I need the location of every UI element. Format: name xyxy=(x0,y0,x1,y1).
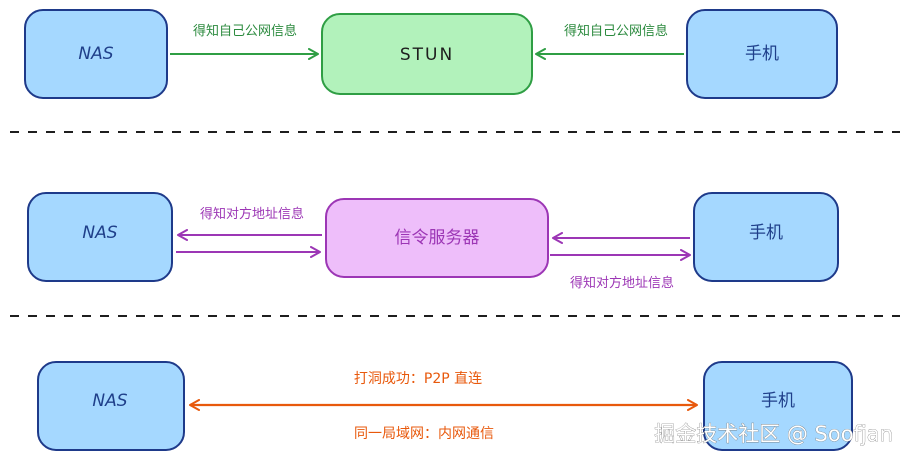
node-phone-1: 手机 xyxy=(686,9,838,99)
node-stun-label: STUN xyxy=(400,45,454,65)
node-nas-3: NAS xyxy=(37,361,185,451)
node-phone-3-label: 手机 xyxy=(761,391,795,411)
node-nas-1: NAS xyxy=(24,9,168,99)
node-nas-1-label: NAS xyxy=(78,44,113,64)
node-nas-2: NAS xyxy=(27,192,173,282)
edge-label-lan: 同一局域网：内网通信 xyxy=(354,426,494,442)
section-p2p: NAS 手机 打洞成功：P2P 直连 同一局域网：内网通信 xyxy=(37,361,853,451)
edge-label-server-phone: 得知对方地址信息 xyxy=(570,275,674,291)
node-phone-2-label: 手机 xyxy=(749,223,783,243)
node-nas-3-label: NAS xyxy=(92,391,127,411)
section-signaling: NAS 信令服务器 手机 得知对方地址信息 得知对方地址信息 xyxy=(27,192,839,291)
node-signal-server: 信令服务器 xyxy=(325,198,549,278)
section-stun: NAS STUN 手机 得知自己公网信息 得知自己公网信息 xyxy=(24,9,838,99)
node-stun: STUN xyxy=(321,13,533,95)
node-nas-2-label: NAS xyxy=(82,223,117,243)
edge-label-nas-stun: 得知自己公网信息 xyxy=(193,23,297,39)
node-phone-2: 手机 xyxy=(693,192,839,282)
edge-label-p2p: 打洞成功：P2P 直连 xyxy=(354,370,482,387)
edge-label-server-nas: 得知对方地址信息 xyxy=(200,206,304,222)
node-phone-3: 手机 xyxy=(703,361,853,451)
node-signal-server-label: 信令服务器 xyxy=(395,228,480,248)
node-phone-1-label: 手机 xyxy=(745,44,779,64)
watermark: 掘金技术社区 @ Soofjan xyxy=(654,422,893,446)
edge-label-phone-stun: 得知自己公网信息 xyxy=(564,23,668,39)
